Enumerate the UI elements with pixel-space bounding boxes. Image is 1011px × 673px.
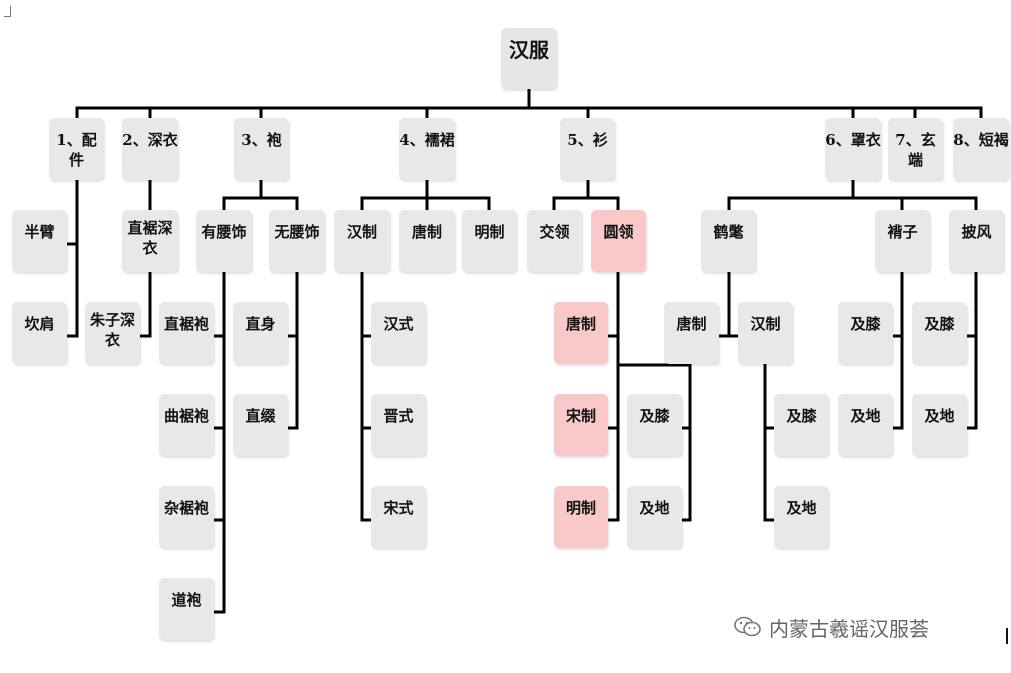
node-qujupao: 曲裾袍	[159, 394, 214, 456]
node-zhaoyi: 6、罩衣	[825, 118, 881, 180]
watermark: 内蒙古羲谣汉服荟	[733, 612, 929, 642]
node-zhijushenyi: 直裾深衣	[122, 210, 178, 272]
node-jiaoling-jidi: 及地	[627, 486, 682, 548]
node-hechang-han-jidi: 及地	[774, 486, 829, 548]
node-yuanling-ming: 明制	[554, 486, 608, 548]
node-pifeng-jixi: 及膝	[912, 302, 967, 364]
wechat-icon	[733, 615, 763, 639]
node-yuanling: 圆领	[591, 210, 646, 272]
node-hanfu: 汉服	[501, 28, 557, 89]
node-hechang-han: 汉制	[738, 302, 793, 364]
node-pifeng-jidi: 及地	[912, 394, 967, 456]
node-shenyi: 2、深衣	[122, 118, 178, 180]
watermark-text: 内蒙古羲谣汉服荟	[769, 616, 929, 641]
node-ruqun: 4、襦裙	[399, 118, 455, 180]
node-hechang-han-jixi: 及膝	[774, 394, 829, 456]
node-ruqun-han: 汉制	[334, 210, 390, 272]
node-zhiduo: 直缀	[233, 394, 288, 456]
node-hanshi: 汉式	[371, 302, 426, 364]
node-daopao: 道袍	[159, 578, 214, 640]
node-yuanling-tang: 唐制	[554, 302, 608, 364]
node-hechang-tang: 唐制	[664, 302, 719, 364]
text-cursor-mark	[1006, 628, 1008, 644]
node-beizi-jidi: 及地	[838, 394, 893, 456]
node-ruqun-ming: 明制	[462, 210, 517, 272]
node-pao: 3、袍	[234, 118, 289, 180]
node-beizi-jixi: 及膝	[838, 302, 893, 364]
node-jinshi: 晋式	[371, 394, 426, 456]
node-zhuzishenyi: 朱子深衣	[85, 302, 140, 364]
node-youyaoshi: 有腰饰	[196, 210, 252, 272]
node-zajupao: 杂裾袍	[159, 486, 214, 548]
node-ruqun-tang: 唐制	[399, 210, 455, 272]
node-shan: 5、衫	[560, 118, 615, 180]
node-zhijupao: 直裾袍	[159, 302, 214, 364]
node-hechang: 鹤氅	[701, 210, 756, 272]
node-pifeng: 披风	[949, 210, 1004, 272]
node-wuyaoshi: 无腰饰	[269, 210, 325, 272]
node-banbi: 半臂	[12, 210, 67, 272]
node-xuanduan: 7、玄端	[888, 118, 943, 180]
node-songshi: 宋式	[371, 486, 426, 548]
node-beizi: 褙子	[875, 210, 930, 272]
node-yuanling-song: 宋制	[554, 394, 608, 456]
node-kanjian: 坎肩	[12, 302, 67, 364]
node-peijian: 1、配件	[49, 118, 104, 180]
node-duanhe: 8、短褐	[953, 118, 1009, 180]
node-zhishen: 直身	[233, 302, 288, 364]
document-corner-mark	[4, 6, 11, 17]
node-jiaoling-jixi: 及膝	[627, 394, 682, 456]
node-jiaoling: 交领	[527, 210, 582, 272]
